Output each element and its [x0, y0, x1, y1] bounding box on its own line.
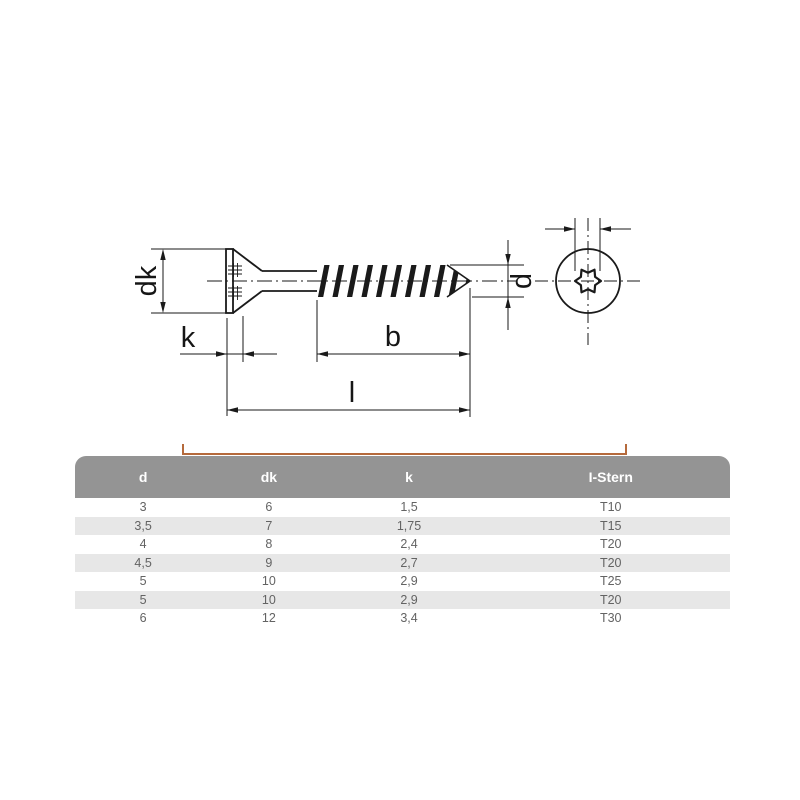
- label-k: k: [181, 322, 196, 354]
- table-cell: T25: [599, 574, 622, 588]
- dimension-l: l: [227, 288, 471, 417]
- screw-side-view: [207, 248, 516, 314]
- dimensions-table: d dk k I-Stern 3 6 1,5 T10 3,5 7 1,75 T1…: [75, 456, 730, 628]
- table-cell: 6: [139, 611, 147, 625]
- table-cell: 2,7: [400, 555, 418, 570]
- label-d: d: [506, 273, 538, 289]
- table-cell: 5: [139, 574, 147, 588]
- table-cell: 3,5: [134, 518, 152, 533]
- label-b: b: [385, 321, 401, 353]
- table-cell: 7: [265, 518, 273, 533]
- accent-bar: [182, 453, 627, 455]
- table-cell: 1,5: [400, 500, 418, 514]
- table-cell: T30: [599, 611, 622, 625]
- table-cell: 1,75: [396, 518, 422, 533]
- column-header-k: k: [405, 469, 413, 485]
- dimension-b: b: [316, 300, 470, 362]
- torx-recess-hidden-lines: [228, 263, 242, 300]
- table-cell: 8: [265, 537, 273, 551]
- table-cell: 2,9: [400, 574, 418, 588]
- table-row: 3,5 7 1,75 T15: [75, 516, 730, 535]
- dimension-k: k: [180, 316, 277, 416]
- column-header-d: d: [138, 469, 148, 485]
- table-row: 6 12 3,4 T30: [75, 609, 730, 628]
- table-cell: T10: [599, 500, 622, 514]
- label-dk: dk: [131, 265, 163, 296]
- label-l: l: [349, 377, 355, 409]
- table-row: 5 10 2,9 T20: [75, 590, 730, 609]
- table-cell: 2,9: [400, 592, 418, 607]
- table-cell: 5: [139, 592, 147, 607]
- table-header-row: d dk k I-Stern: [75, 456, 730, 498]
- dimension-star-width: [545, 218, 631, 271]
- table-cell: T20: [599, 592, 622, 607]
- table-cell: T15: [599, 518, 622, 533]
- column-header-dk: dk: [260, 469, 278, 485]
- column-header-istern: I-Stern: [588, 469, 633, 485]
- accent-tick-right: [625, 444, 627, 455]
- table-cell: 3,4: [400, 611, 418, 625]
- table-cell: 6: [265, 500, 273, 514]
- table-cell: 3: [139, 500, 147, 514]
- accent-underline: [182, 444, 627, 455]
- accent-tick-left: [182, 444, 184, 455]
- table-cell: 10: [261, 592, 276, 607]
- table-cell: 4: [139, 537, 147, 551]
- table-cell: 2,4: [400, 537, 418, 551]
- table-cell: 4,5: [134, 555, 152, 570]
- dimension-d: d: [450, 240, 538, 330]
- table-row: 5 10 2,9 T25: [75, 572, 730, 591]
- screw-shank: [262, 270, 317, 292]
- table-cell: 12: [261, 611, 276, 625]
- table-cell: 9: [265, 555, 273, 570]
- table-cell: T20: [599, 555, 622, 570]
- table-row: 3 6 1,5 T10: [75, 498, 730, 517]
- screw-technical-drawing: dk k b l: [131, 218, 641, 417]
- table-cell: T20: [599, 537, 622, 551]
- screw-front-view: [535, 218, 641, 345]
- dimension-dk: dk: [131, 248, 228, 314]
- table-row: 4,5 9 2,7 T20: [75, 553, 730, 572]
- table-cell: 10: [261, 574, 276, 588]
- table-row: 4 8 2,4 T20: [75, 535, 730, 554]
